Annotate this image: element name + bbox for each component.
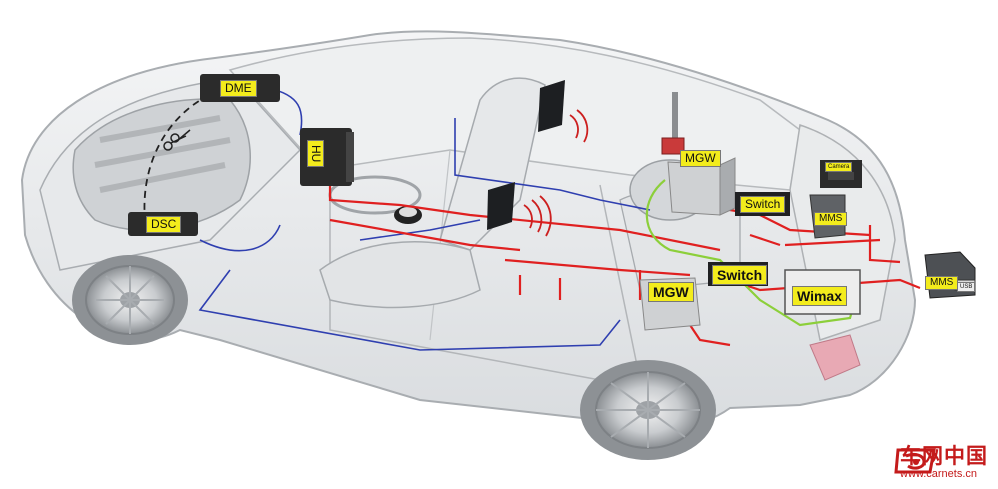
dsc-label: DSC bbox=[146, 216, 182, 233]
wimax-label: Wimax bbox=[792, 286, 848, 306]
camera-label: Camera bbox=[825, 162, 853, 172]
antenna bbox=[661, 92, 685, 155]
mgw-top-module bbox=[667, 157, 736, 216]
front-headrest-screen bbox=[538, 80, 589, 143]
usb-label: USB bbox=[957, 282, 976, 292]
rear-wheel bbox=[580, 360, 716, 460]
dme-label: DME bbox=[220, 80, 257, 97]
front-wheel bbox=[72, 255, 188, 345]
switch-top-label: Switch bbox=[740, 196, 786, 213]
rear-headrest-screen bbox=[487, 182, 552, 237]
watermark: 车网中国 www.carnets.cn bbox=[894, 444, 988, 481]
mms-outer-label: MMS bbox=[925, 276, 959, 290]
brand-logo bbox=[894, 448, 936, 474]
hu-label: HU bbox=[307, 140, 324, 168]
scissors-icon bbox=[163, 129, 191, 151]
mms-inner-label: MMS bbox=[814, 212, 848, 226]
mgw-bottom-label: MGW bbox=[648, 282, 694, 302]
switch-bottom-label: Switch bbox=[712, 265, 768, 285]
mgw-top-label: MGW bbox=[680, 150, 721, 167]
green-wimax-link bbox=[645, 179, 860, 327]
